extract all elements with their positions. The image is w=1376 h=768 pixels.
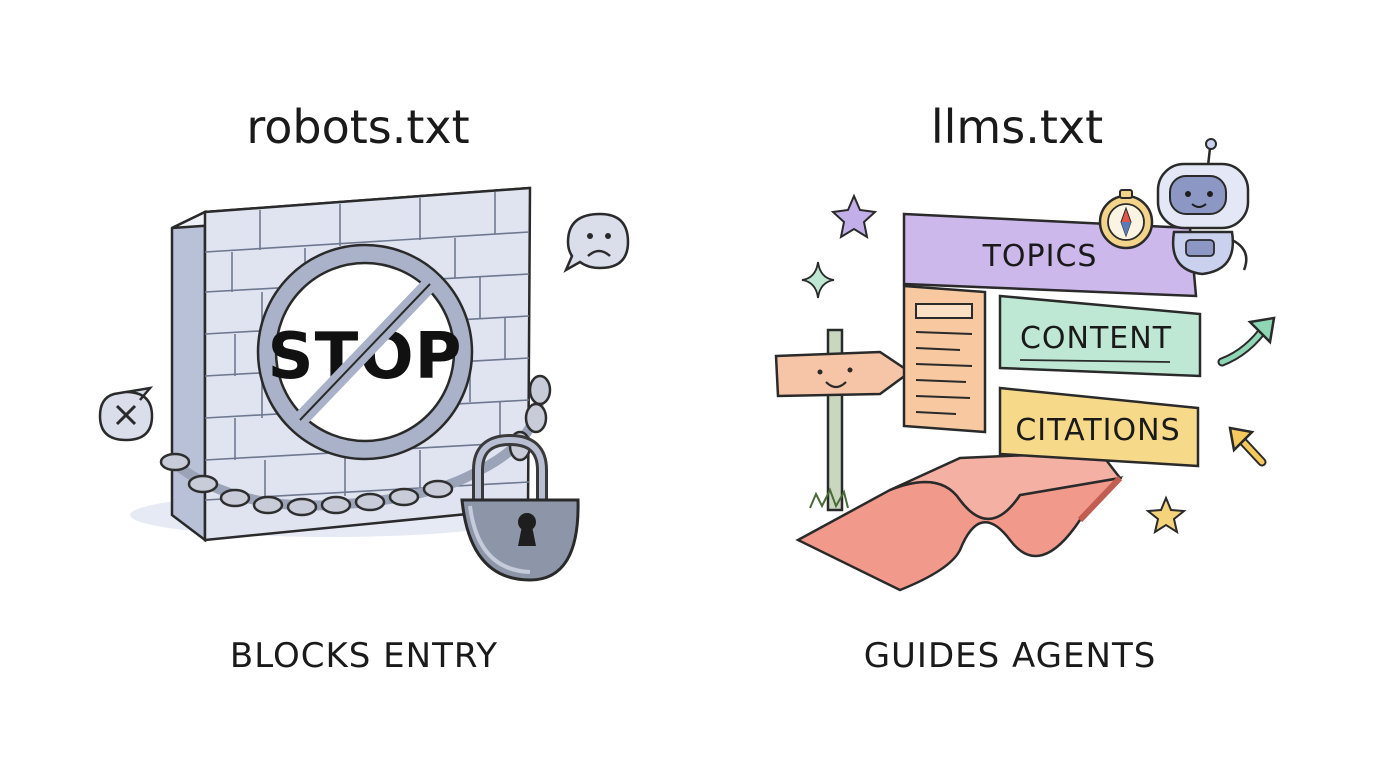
small-star-icon [1145,495,1187,535]
content-label: CONTENT [1020,321,1172,356]
signpost [774,328,913,512]
chain [159,374,552,517]
star-icon [830,193,878,240]
blocks-entry-caption: BLOCKS ENTRY [229,636,499,676]
guides-agents-caption: GUIDES AGENTS [863,636,1157,676]
sparkle-icon [801,261,835,299]
cursor-arrow-icon [1228,426,1267,467]
document-icon [902,284,987,434]
close-icon [98,386,154,442]
robots-title: robots.txt [246,100,470,154]
llms-title: llms.txt [930,100,1104,154]
red-carpet [795,450,1124,592]
stop-sign: STOP [256,243,474,461]
citations-card: CITATIONS [998,386,1200,468]
padlock-icon [460,433,580,582]
sad-face-icon [563,212,630,273]
content-card: CONTENT [998,294,1202,378]
arrow-up-right-icon [1217,316,1276,367]
citations-label: CITATIONS [1015,413,1180,448]
robot-icon [1156,138,1250,276]
topics-label: TOPICS [982,239,1098,274]
compass-icon [1098,189,1154,250]
